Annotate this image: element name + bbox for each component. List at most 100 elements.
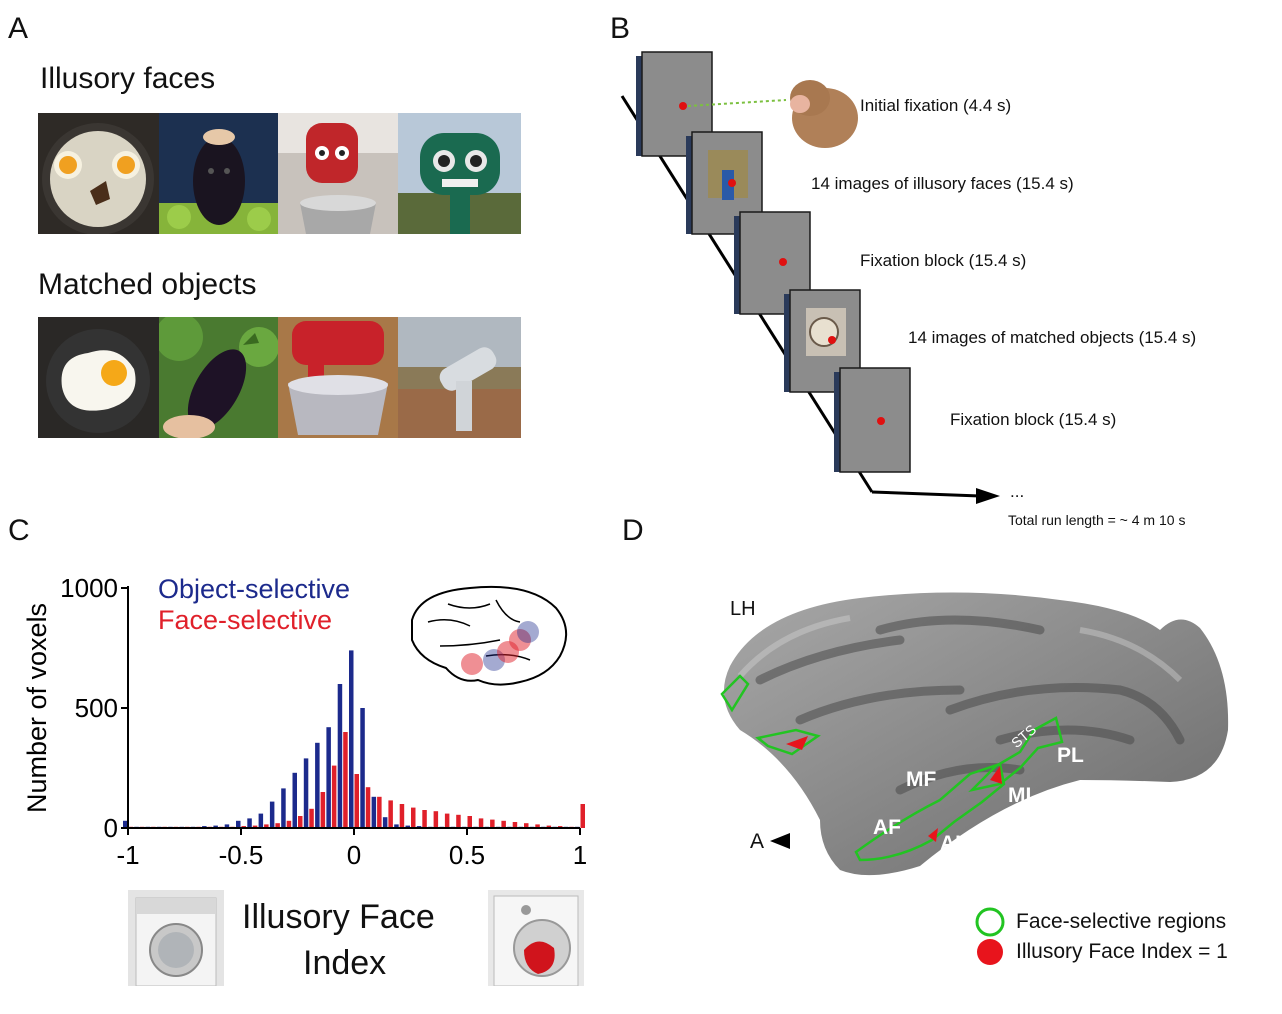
bar-face-selective [478, 818, 484, 828]
bar-object-selective [394, 824, 399, 828]
bar-object-selective [382, 817, 388, 828]
bar-object-selective [123, 820, 128, 828]
histogram-chart: -1 -0.5 0 0.5 1 0 500 1000 Number of voxels Obj… [22, 573, 587, 870]
panel-label-b: B [610, 12, 631, 45]
y-tick-label: 0 [104, 813, 118, 843]
y-tick-label: 500 [75, 693, 118, 723]
region-ml-label: ML [1008, 784, 1039, 807]
bar-object-selective [315, 742, 320, 828]
legend-face-regions: Face-selective regions [1016, 910, 1227, 933]
legend-object-selective: Object-selective [158, 574, 350, 604]
step-illusory-faces: 14 images of illusory faces (15.4 s) [811, 174, 1074, 193]
bar-face-selective [580, 804, 585, 828]
bar-face-selective [546, 825, 552, 828]
step-matched-objects: 14 images of matched objects (15.4 s) [908, 328, 1197, 347]
x-tick-label: -1 [116, 840, 139, 870]
x-axis-caption-line2: Index [303, 944, 387, 982]
panel-label-c: C [8, 514, 30, 547]
region-af-label: AF [873, 816, 901, 839]
photo-eggplant-face [159, 113, 278, 234]
photo-binoculars [398, 317, 521, 438]
anterior-label: A [750, 830, 765, 853]
bar-face-selective [411, 807, 416, 828]
bar-face-selective [264, 824, 269, 828]
bar-face-selective [343, 732, 348, 828]
bar-face-selective [444, 813, 450, 828]
bar-face-selective [298, 816, 303, 828]
hemisphere-label: LH [730, 598, 756, 620]
bar-object-selective [292, 772, 297, 828]
bar-face-selective [433, 811, 439, 828]
monkey-icon [790, 80, 858, 148]
x-tick-label: -0.5 [219, 840, 264, 870]
photo-washing-machine-face [488, 890, 584, 986]
y-axis-label: Number of voxels [22, 603, 52, 813]
bar-object-selective [269, 801, 275, 828]
photo-binocular-face [398, 113, 521, 234]
illusory-faces-heading: Illusory faces [40, 62, 216, 95]
bar-face-selective [388, 800, 393, 828]
bar-face-selective [377, 796, 382, 828]
bar-object-selective [349, 650, 354, 828]
photo-mixer-face [278, 113, 398, 234]
y-tick-label: 1000 [60, 573, 118, 603]
bar-face-selective [490, 819, 495, 828]
region-mf-label: MF [906, 768, 937, 791]
region-pl-label: PL [1057, 744, 1084, 767]
bar-face-selective [467, 816, 472, 828]
legend-face-selective: Face-selective [158, 605, 332, 635]
bar-object-selective [281, 788, 286, 828]
bar-face-selective [320, 792, 326, 828]
legend-ifi: Illusory Face Index = 1 [1016, 940, 1228, 963]
region-al-label: AL [940, 832, 968, 855]
photo-eggplant [159, 317, 278, 438]
x-tick-label: 0 [347, 840, 361, 870]
panel-label-a: A [8, 12, 29, 45]
bar-face-selective [309, 808, 314, 828]
step-fixation-block-2: Fixation block (15.4 s) [950, 410, 1117, 429]
legend-markers [975, 907, 1005, 965]
anterior-arrow-icon [770, 833, 790, 849]
bar-object-selective [326, 727, 331, 828]
bar-object-selective [337, 684, 343, 828]
step-fixation-block-1: Fixation block (15.4 s) [860, 251, 1027, 270]
bar-face-selective [275, 823, 280, 828]
photo-egg-pan-face [38, 113, 159, 234]
bar-face-selective [422, 810, 427, 828]
step-initial-fixation: Initial fixation (4.4 s) [860, 96, 1012, 115]
photo-egg-pan [38, 317, 159, 438]
bar-object-selective [303, 758, 309, 828]
bar-object-selective [224, 824, 230, 828]
bar-face-selective [535, 824, 540, 828]
bar-object-selective [371, 796, 377, 828]
photo-mixer [278, 317, 398, 438]
x-tick-label: 0.5 [449, 840, 485, 870]
brain-inset-icon [411, 585, 567, 686]
x-tick-label: 1 [573, 840, 587, 870]
bar-object-selective [236, 820, 241, 828]
bar-face-selective [512, 822, 518, 828]
bar-object-selective [360, 708, 365, 828]
block-design-diagram [620, 51, 1000, 504]
matched-objects-heading: Matched objects [38, 268, 257, 301]
bar-face-selective [331, 765, 337, 828]
bar-object-selective [405, 825, 410, 828]
bar-face-selective [501, 820, 506, 828]
red-dot-icon [977, 939, 1003, 965]
timeline-ellipsis: ... [1010, 482, 1025, 501]
photo-washing-machine [128, 890, 224, 986]
bar-face-selective [399, 804, 405, 828]
bar-object-selective [247, 818, 252, 828]
run-length-note: Total run length = ~ 4 m 10 s [1008, 512, 1186, 528]
panel-label-d: D [622, 514, 644, 547]
bar-face-selective [286, 820, 292, 828]
cortical-surface-map [720, 592, 1229, 876]
bar-object-selective [213, 825, 218, 828]
bar-face-selective [354, 774, 359, 828]
x-axis-caption-line1: Illusory Face [242, 898, 435, 936]
bar-face-selective [365, 787, 371, 828]
green-ring-icon [975, 907, 1005, 937]
bar-object-selective [258, 813, 264, 828]
bar-face-selective [524, 823, 529, 828]
bar-face-selective [252, 825, 258, 828]
